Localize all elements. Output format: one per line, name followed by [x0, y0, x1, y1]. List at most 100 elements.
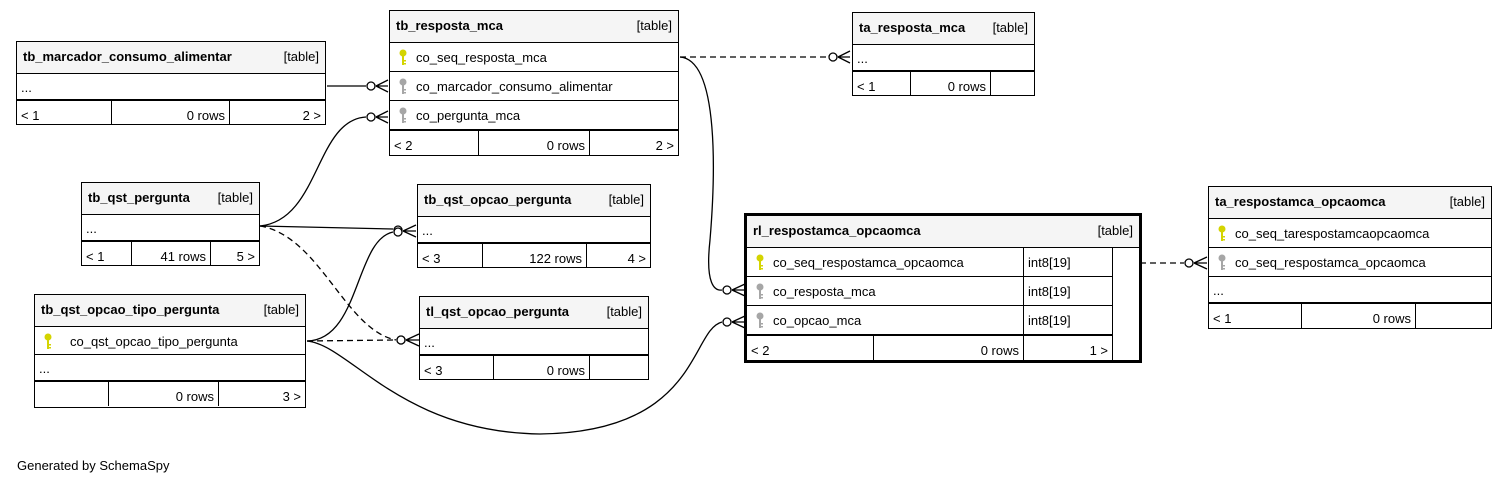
column-name: co_seq_respostamca_opcaomca	[773, 255, 964, 270]
table-kind-label: [table]	[608, 192, 644, 207]
relationship-line	[306, 321, 723, 435]
parents-link[interactable]	[35, 382, 108, 406]
children-link[interactable]: 5 >	[210, 242, 259, 266]
column-row[interactable]: co_marcador_consumo_alimentar	[390, 72, 678, 101]
table-name: tb_qst_opcao_tipo_pergunta	[41, 302, 220, 317]
relationship-line	[259, 225, 397, 341]
columns-collapsed-row: ...	[418, 217, 650, 243]
children-link[interactable]	[589, 356, 648, 380]
table-footer: < 3 122 rows 4 >	[418, 243, 650, 268]
generated-by-footer: Generated by SchemaSpy	[17, 458, 170, 473]
table-tb-resposta-mca[interactable]: tb_resposta_mca [table] co_seq_resposta_…	[389, 10, 679, 156]
table-kind-label: [table]	[1097, 223, 1133, 238]
children-link[interactable]: 1 >	[1023, 336, 1112, 361]
table-footer: < 1 0 rows	[853, 71, 1034, 96]
table-footer: < 1 0 rows 2 >	[17, 100, 325, 125]
parents-link[interactable]: < 2	[751, 343, 770, 358]
primary-key-icon	[44, 333, 52, 349]
row-count: 0 rows	[478, 131, 589, 156]
table-ta-respostamca-opcaomca[interactable]: ta_respostamca_opcaomca [table] co_seq_t…	[1208, 186, 1492, 329]
relationship-line	[679, 56, 723, 291]
zero-or-many-end	[1184, 258, 1194, 268]
columns-collapsed-row: ...	[853, 45, 1034, 71]
row-count: 0 rows	[873, 336, 1023, 361]
more-columns-ellipsis: ...	[424, 335, 435, 350]
crow-foot	[405, 333, 420, 347]
table-tl-qst-opcao-pergunta[interactable]: tl_qst_opcao_pergunta [table] ... < 3 0 …	[419, 296, 649, 380]
children-link[interactable]: 2 >	[589, 131, 678, 156]
table-header: tb_qst_opcao_pergunta [table]	[418, 185, 650, 217]
table-kind-label: [table]	[217, 190, 253, 205]
column-name: co_pergunta_mca	[416, 108, 521, 123]
row-count: 0 rows	[111, 101, 229, 125]
children-link[interactable]: 4 >	[586, 244, 650, 268]
column-name: co_seq_tarespostamcaopcaomca	[1235, 226, 1430, 241]
more-columns-ellipsis: ...	[857, 51, 868, 66]
parents-link[interactable]: < 1	[86, 249, 105, 264]
table-footer: < 1 41 rows 5 >	[82, 241, 259, 266]
column-row[interactable]: co_seq_respostamca_opcaomca	[1209, 248, 1491, 277]
parents-link[interactable]: < 1	[21, 108, 40, 123]
children-link[interactable]	[990, 72, 1034, 96]
children-link[interactable]: 3 >	[218, 382, 305, 406]
primary-key-icon	[399, 49, 407, 65]
column-type: int8[19]	[1023, 277, 1112, 305]
column-row[interactable]: co_seq_resposta_mca	[390, 43, 678, 72]
parents-link[interactable]: < 1	[857, 79, 876, 94]
table-tb-marcador-consumo-alimentar[interactable]: tb_marcador_consumo_alimentar [table] ..…	[16, 41, 326, 125]
column-name: co_seq_respostamca_opcaomca	[1235, 255, 1426, 270]
column-row[interactable]: co_resposta_mca int8[19]	[747, 277, 1112, 306]
table-tb-qst-opcao-pergunta[interactable]: tb_qst_opcao_pergunta [table] ... < 3 12…	[417, 184, 651, 268]
row-count: 0 rows	[108, 382, 218, 406]
column-row[interactable]: co_seq_respostamca_opcaomca int8[19]	[747, 248, 1112, 277]
crow-foot	[402, 224, 417, 238]
column-name: co_seq_resposta_mca	[416, 50, 547, 65]
row-count: 0 rows	[910, 72, 990, 96]
table-name: tb_marcador_consumo_alimentar	[23, 49, 232, 64]
columns-collapsed-row: ...	[1209, 277, 1491, 303]
column-type: int8[19]	[1023, 306, 1112, 334]
zero-or-many-end	[393, 227, 403, 237]
zero-or-many-end	[396, 335, 406, 345]
primary-key-icon	[1218, 225, 1226, 241]
parents-link[interactable]: < 3	[424, 363, 443, 378]
table-ta-resposta-mca[interactable]: ta_resposta_mca [table] ... < 1 0 rows	[852, 12, 1035, 96]
relationship-line	[259, 225, 394, 230]
column-row[interactable]: co_pergunta_mca	[390, 101, 678, 130]
row-count: 0 rows	[1301, 304, 1415, 329]
table-name: rl_respostamca_opcaomca	[753, 223, 921, 238]
table-kind-label: [table]	[636, 18, 672, 33]
table-name: ta_respostamca_opcaomca	[1215, 194, 1386, 209]
column-row[interactable]: co_opcao_mca int8[19]	[747, 306, 1112, 335]
more-columns-ellipsis: ...	[21, 80, 32, 95]
column-row[interactable]: co_qst_opcao_tipo_pergunta	[35, 327, 305, 355]
more-columns-ellipsis: ...	[86, 221, 97, 236]
parents-link[interactable]: < 3	[422, 251, 441, 266]
parents-link[interactable]: < 1	[1213, 311, 1232, 326]
columns-collapsed-row: ...	[35, 355, 305, 381]
table-kind-label: [table]	[283, 49, 319, 64]
relationship-ends	[366, 50, 1208, 347]
column-name: co_resposta_mca	[773, 284, 876, 299]
more-columns-ellipsis: ...	[1213, 283, 1224, 298]
column-row[interactable]: co_seq_tarespostamcaopcaomca	[1209, 219, 1491, 248]
table-tb-qst-opcao-tipo-pergunta[interactable]: tb_qst_opcao_tipo_pergunta [table] co_qs…	[34, 294, 306, 408]
table-header: tb_resposta_mca [table]	[390, 11, 678, 43]
table-name: tb_resposta_mca	[396, 18, 503, 33]
children-link[interactable]	[1415, 304, 1491, 329]
table-header: rl_respostamca_opcaomca [table]	[747, 216, 1139, 248]
table-rl-respostamca-opcaomca[interactable]: rl_respostamca_opcaomca [table] co_seq_r…	[744, 213, 1142, 363]
parents-link[interactable]: < 2	[394, 138, 413, 153]
crow-foot	[731, 315, 746, 329]
crow-foot	[731, 283, 746, 297]
foreign-key-icon	[756, 283, 764, 299]
zero-or-many-end	[366, 112, 376, 122]
table-name: tb_qst_pergunta	[88, 190, 190, 205]
column-type: int8[19]	[1023, 248, 1112, 276]
table-name: tl_qst_opcao_pergunta	[426, 304, 570, 319]
table-tb-qst-pergunta[interactable]: tb_qst_pergunta [table] ... < 1 41 rows …	[81, 182, 260, 266]
children-link[interactable]: 2 >	[229, 101, 325, 125]
table-footer: < 3 0 rows	[420, 355, 648, 380]
columns-collapsed-row: ...	[420, 329, 648, 355]
